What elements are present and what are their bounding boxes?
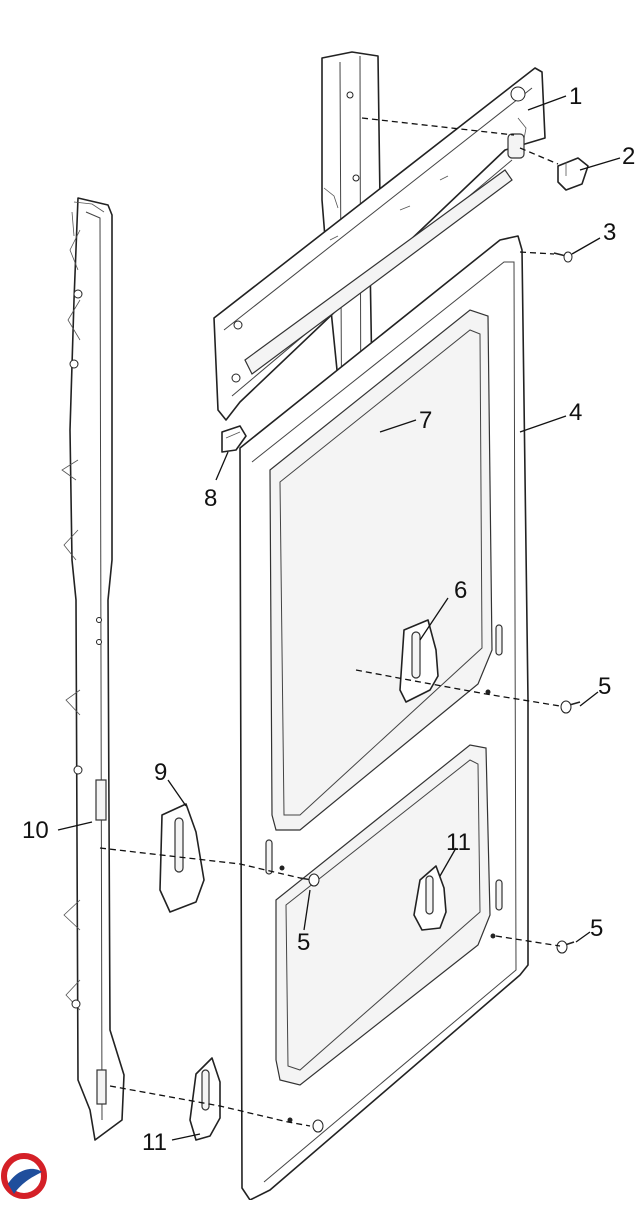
screw-part-5-center <box>299 873 320 887</box>
brand-logo-icon <box>1 1153 47 1199</box>
cap-part-2 <box>557 157 589 191</box>
door-frame-part-4 <box>239 235 529 1201</box>
callout-5-right-upper: 5 <box>598 673 611 700</box>
clip-part-8 <box>221 425 247 453</box>
callout-8: 8 <box>204 485 217 512</box>
callout-5-center: 5 <box>297 929 310 956</box>
callout-5-right-lower: 5 <box>590 915 603 942</box>
left-pillar-part-10 <box>61 197 125 1141</box>
callout-9: 9 <box>154 759 167 786</box>
callout-11-lower: 11 <box>142 1129 167 1156</box>
callout-2: 2 <box>622 143 635 170</box>
screw-part-5-right-lower <box>556 940 575 954</box>
callout-3: 3 <box>603 219 616 246</box>
bracket-part-11-lower <box>189 1057 221 1141</box>
callout-labels: 1 2 3 4 5 5 5 6 7 8 9 10 11 11 <box>22 83 635 1156</box>
callout-10: 10 <box>22 817 49 844</box>
screw-part-5-right-upper <box>560 700 581 714</box>
bracket-part-11-upper <box>413 865 447 931</box>
assembly-lines <box>99 117 561 1127</box>
callout-leaders <box>57 95 621 1141</box>
top-rail-part-1 <box>213 67 546 421</box>
callout-6: 6 <box>454 577 467 604</box>
callout-7: 7 <box>419 407 432 434</box>
callout-1: 1 <box>569 83 582 110</box>
screw-part-3 <box>553 251 573 263</box>
callout-11-upper: 11 <box>446 829 471 856</box>
callout-4: 4 <box>569 399 582 426</box>
screw-bottom <box>312 1119 324 1133</box>
